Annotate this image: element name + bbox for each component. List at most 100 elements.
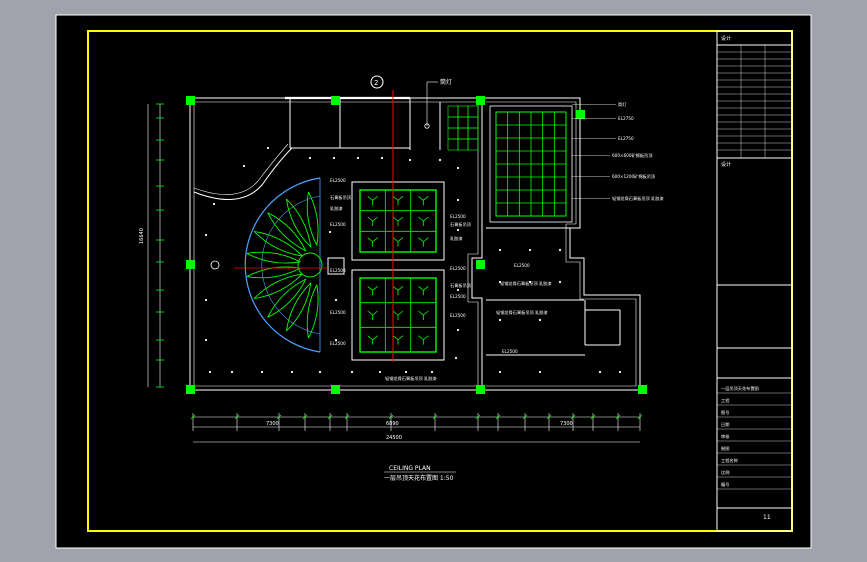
leaf-stroke-inner (253, 273, 303, 300)
spotlight-dot-22 (230, 370, 234, 374)
leaf-stroke (286, 198, 312, 248)
stair-tile (457, 127, 469, 140)
leaf-stroke-inner (285, 198, 312, 248)
leaf-stroke (285, 282, 312, 332)
title-block-line-4: 审核 (721, 433, 730, 440)
center-room-label-2: 乳胶漆 (450, 235, 463, 242)
column-9 (638, 385, 647, 394)
drawing-sheet (56, 15, 811, 548)
dim-slash-8 (475, 414, 481, 420)
panel-lower-motif (392, 310, 404, 320)
dim-slash-15 (637, 414, 643, 420)
top-right-label: 筒灯 (440, 78, 452, 86)
circular-ceiling-inner (261, 195, 321, 335)
panel-upper-motif (367, 216, 378, 226)
stair-tile (457, 105, 469, 118)
wall-outline-right (482, 97, 641, 391)
center-room-label-5: EL2500 (450, 294, 466, 299)
lower-right-label-0: EL2500 (514, 263, 530, 268)
spotlight-dot-1 (242, 164, 246, 168)
spotlight-dot-19 (318, 370, 322, 374)
central-medallion (297, 252, 323, 278)
center-panel-upper (359, 189, 437, 253)
title-block-line-2: 图号 (721, 410, 729, 416)
right-ceiling-grid (489, 105, 573, 223)
column-8 (476, 385, 485, 394)
panel-upper-motif (418, 216, 429, 226)
spotlight-dot-39 (538, 370, 542, 374)
circular-ceiling-outline (244, 177, 321, 353)
right-room-label-3: 600×600矿棉板吊顶 (612, 152, 653, 159)
right-room-label-5: 轻钢龙骨石膏板吊顶 乳胶漆 (612, 195, 664, 202)
right-room-label-2: EL2750 (618, 136, 634, 141)
dim-slash-2 (276, 414, 282, 420)
frame-outer (55, 14, 812, 549)
curved-wall (193, 147, 293, 201)
panel-lower-motif (392, 335, 404, 345)
spotlight-dot-31 (528, 248, 532, 252)
spotlight-dot-24 (204, 338, 208, 342)
spotlight-dot-32 (558, 248, 562, 252)
spotlight-dot-10 (456, 198, 460, 202)
leaf-stroke (267, 212, 307, 252)
center-room-label-3: EL2500 (450, 266, 466, 271)
panel-lower-motif (367, 335, 378, 345)
spotlight-dot-26 (204, 233, 208, 237)
spotlight-dot-15 (430, 370, 434, 374)
spotlight-dot-27 (328, 230, 332, 234)
spotlight-dot-41 (618, 370, 622, 374)
dimensions (147, 103, 643, 443)
lower-right-label-3: 轻钢龙骨石膏板吊顶 乳胶漆 (496, 309, 548, 316)
dim-left-label: 7300 (266, 421, 279, 427)
dim-slash-11 (546, 414, 552, 420)
spotlight-dot-11 (456, 228, 460, 232)
spotlight-dot-40 (598, 370, 602, 374)
spotlight-dot-23 (208, 370, 212, 374)
panel-upper-motif (392, 237, 404, 247)
center-panel-lower-outer (351, 269, 445, 361)
spotlight-dot-17 (378, 370, 382, 374)
spotlight-dot-28 (334, 298, 338, 302)
leaf-stroke (267, 278, 307, 318)
spotlight-dot-34 (528, 280, 532, 284)
center-square-light (327, 257, 345, 275)
center-axis: 2 筒灯 (210, 75, 452, 362)
dim-slash-5 (344, 414, 350, 420)
stair-tile (447, 116, 459, 129)
title-block-line-8: 编号 (721, 481, 729, 488)
title-block-line-6: 工程名称 (721, 457, 738, 464)
spotlight-dot-14 (454, 356, 458, 360)
dim-total-label: 24500 (386, 435, 402, 441)
spotlight-dot-5 (356, 156, 360, 160)
center-room-label-7: 轻钢龙骨石膏板吊顶 乳胶漆 (385, 375, 437, 382)
spotlight-dot-37 (538, 318, 542, 322)
right-room-label-4: 600×1200矿棉板吊顶 (612, 173, 656, 180)
title-block-line-0: 一层吊顶天花布置图 (721, 385, 759, 392)
center-panel-lower (359, 277, 437, 353)
stair-tile (447, 105, 459, 118)
dim-slash-1 (234, 414, 240, 420)
panel-grid (360, 190, 436, 352)
title-block-line-7: 比例 (721, 469, 729, 476)
column-6 (186, 385, 195, 394)
spotlight-dot-33 (498, 280, 502, 284)
column-1 (331, 96, 340, 105)
spotlight-dot-4 (332, 156, 336, 160)
spotlight-dot-6 (380, 156, 384, 160)
right-grid-outer (489, 105, 573, 223)
dim-mid-label: 6890 (386, 421, 399, 427)
lower-right-label-1: 轻钢龙骨石膏板吊顶 乳胶漆 (500, 280, 552, 287)
spotlight-dot-7 (408, 158, 412, 162)
leaf-stroke (253, 230, 303, 257)
panel-lower-motif (392, 286, 404, 296)
left-room-label-4: EL2500 (330, 268, 346, 273)
dim-slash-7 (432, 414, 438, 420)
dimension-ticks (156, 103, 643, 431)
leaf-stroke (306, 284, 318, 339)
panel-upper-motif (367, 196, 378, 206)
center-ceiling-panels (327, 181, 445, 361)
left-room-label-5: EL2500 (330, 310, 346, 315)
spotlight-dot-29 (334, 338, 338, 342)
